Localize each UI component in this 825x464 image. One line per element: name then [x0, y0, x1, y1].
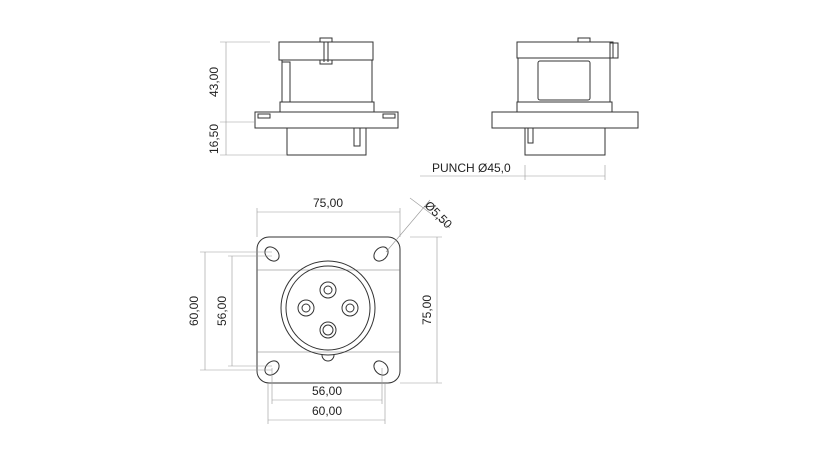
dim-width-top: 75,00	[313, 196, 343, 210]
socket-pins	[297, 281, 359, 339]
front-view	[256, 236, 401, 384]
dim-width-inner-bottom: 56,00	[312, 384, 342, 398]
dim-height-inner-left: 56,00	[215, 296, 229, 326]
front-view-dimension-lines	[200, 197, 451, 424]
side-view-lateral	[491, 37, 639, 156]
dim-height-right: 75,00	[420, 295, 434, 325]
side-view-front	[254, 37, 399, 156]
dim-height-bottom: 16,50	[207, 124, 221, 154]
dim-hole-diameter: Ø5,50	[422, 198, 455, 231]
mounting-holes	[264, 246, 389, 376]
dim-height-top: 43,00	[207, 67, 221, 97]
side-view-height-dimensions	[220, 41, 287, 156]
dim-height-outer-left: 60,00	[187, 296, 201, 326]
punch-label: PUNCH Ø45,0	[432, 161, 511, 175]
dim-width-outer-bottom: 60,00	[312, 404, 342, 418]
punch-dimension	[420, 165, 606, 180]
